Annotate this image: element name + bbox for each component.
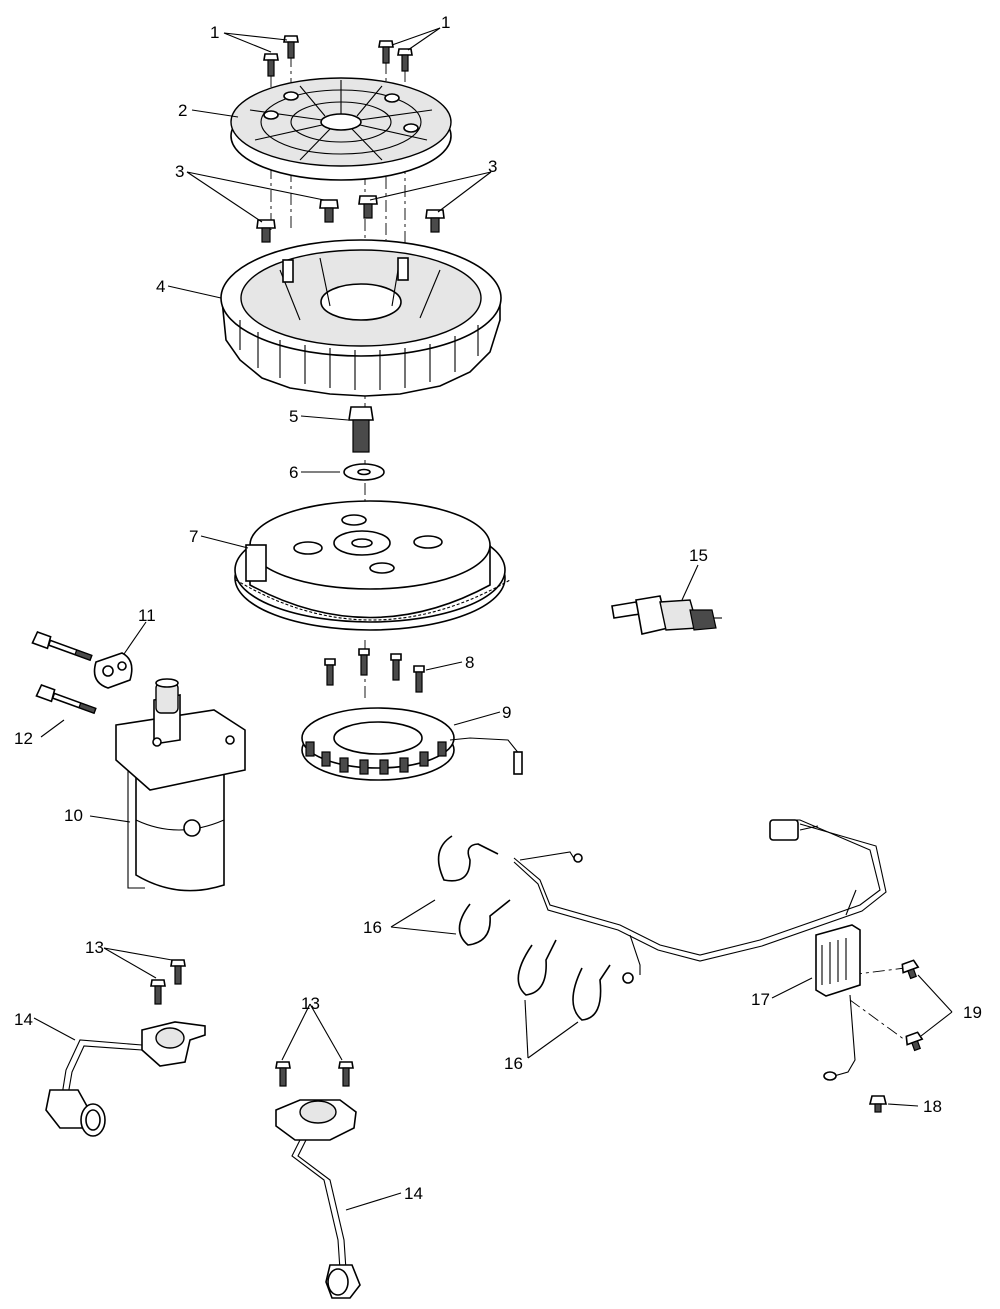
bolt-part-18 bbox=[868, 1095, 888, 1113]
washer-part-6 bbox=[343, 463, 385, 481]
callout-19: 19 bbox=[963, 1003, 982, 1022]
screw-part-8 bbox=[324, 648, 425, 693]
flywheel-fan-part-4 bbox=[220, 239, 502, 397]
ignition-coil-part-14-right bbox=[275, 1099, 361, 1299]
callout-14-right: 14 bbox=[404, 1184, 423, 1203]
callout-18: 18 bbox=[923, 1097, 942, 1116]
callout-14-left: 14 bbox=[14, 1010, 33, 1029]
callout-1-right: 1 bbox=[441, 13, 451, 32]
callout-17: 17 bbox=[751, 990, 770, 1009]
stator-part-9 bbox=[301, 707, 523, 781]
callout-leaders bbox=[33, 27, 953, 1211]
callout-6: 6 bbox=[289, 463, 299, 482]
bolt-part-12 bbox=[31, 630, 97, 715]
fan-screen-part-2 bbox=[230, 77, 452, 181]
regulator-part-17 bbox=[815, 889, 861, 1081]
callout-3-right: 3 bbox=[488, 157, 498, 176]
callout-9: 9 bbox=[502, 703, 512, 722]
callout-7: 7 bbox=[189, 527, 199, 546]
spark-plug-part-15 bbox=[611, 595, 722, 635]
callout-15: 15 bbox=[689, 546, 708, 565]
starter-motor-part-10 bbox=[115, 678, 246, 892]
bolt-part-19 bbox=[901, 959, 924, 1052]
bracket-part-11 bbox=[93, 652, 133, 689]
ignition-coil-part-14-left bbox=[45, 1021, 206, 1137]
screw-part-1 bbox=[263, 35, 413, 77]
screw-part-13-right bbox=[275, 1061, 354, 1087]
callout-13-right: 13 bbox=[301, 994, 320, 1013]
callout-2: 2 bbox=[178, 101, 188, 120]
callout-5: 5 bbox=[289, 407, 299, 426]
screw-part-3 bbox=[256, 195, 445, 243]
callout-11: 11 bbox=[138, 606, 156, 625]
callout-8: 8 bbox=[465, 653, 475, 672]
flywheel-part-7 bbox=[234, 500, 511, 631]
callout-16-bottom: 16 bbox=[504, 1054, 523, 1073]
callout-10: 10 bbox=[64, 806, 83, 825]
flywheel-bolt-part-5 bbox=[348, 406, 374, 453]
callout-3-left: 3 bbox=[175, 162, 185, 181]
assembly-centerlines bbox=[104, 55, 906, 1041]
wire-harness-part-16 bbox=[437, 819, 887, 1021]
callout-13-left: 13 bbox=[85, 938, 104, 957]
callout-12: 12 bbox=[14, 729, 33, 748]
screw-part-13-left bbox=[150, 959, 186, 1005]
callout-16-left: 16 bbox=[363, 918, 382, 937]
callout-1-left: 1 bbox=[210, 23, 220, 42]
callout-4: 4 bbox=[156, 277, 166, 296]
